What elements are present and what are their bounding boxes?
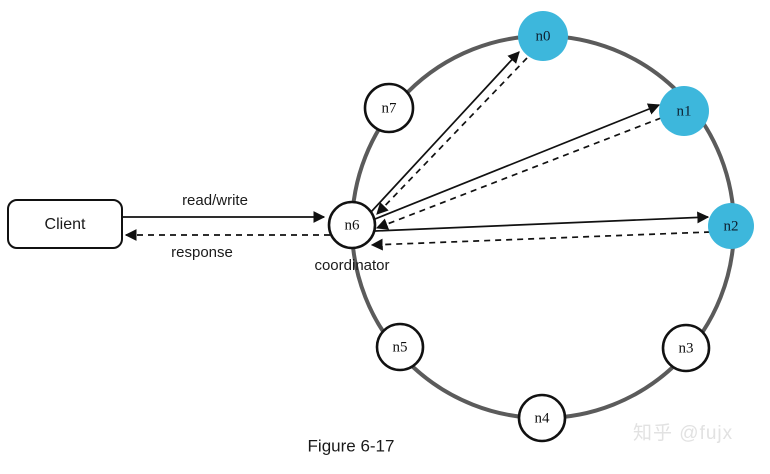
node-n1-circle[interactable]: [659, 86, 709, 136]
node-n0[interactable]: n0: [518, 11, 568, 61]
client-box: Client: [7, 199, 123, 249]
node-n0-circle[interactable]: [518, 11, 568, 61]
node-n3[interactable]: n3: [661, 323, 711, 373]
client-label: Client: [45, 216, 86, 233]
node-n0-label: n0: [536, 28, 551, 44]
replica-request-edges: [370, 51, 710, 232]
watermark-label: 知乎 @fujx: [633, 422, 733, 444]
ring-nodes: n0 n1 n2 n3 n4: [327, 11, 754, 443]
node-n2-circle[interactable]: [708, 203, 754, 249]
figure-caption: Figure 6-17: [308, 436, 395, 455]
node-n6-circle[interactable]: [327, 200, 377, 250]
client-edges: read/write response: [122, 192, 330, 261]
client-box-shape: [7, 199, 123, 249]
node-n4[interactable]: n4: [517, 393, 567, 443]
node-n6-label: n6: [345, 217, 361, 233]
edge-label-response: response: [171, 244, 233, 261]
node-n4-circle[interactable]: [517, 393, 567, 443]
node-n7-circle[interactable]: [363, 82, 415, 134]
edge-n2-to-n6: [370, 231, 711, 251]
node-n4-label: n4: [535, 410, 551, 426]
node-n7[interactable]: n7: [363, 82, 415, 134]
node-n5-circle[interactable]: [375, 322, 425, 372]
node-n2-label: n2: [724, 218, 739, 234]
node-n1[interactable]: n1: [659, 86, 709, 136]
edge-n6-to-n2: [374, 211, 710, 232]
replica-response-edges: [370, 57, 711, 251]
node-n3-circle[interactable]: [661, 323, 711, 373]
edge-n1-to-n6: [375, 117, 662, 230]
edge-label-read-write: read/write: [182, 192, 248, 209]
node-n2[interactable]: n2: [708, 203, 754, 249]
coordinator-role-label: coordinator: [314, 257, 389, 274]
node-n1-label: n1: [677, 103, 692, 119]
node-n7-label: n7: [382, 100, 398, 116]
node-n6-coordinator[interactable]: n6: [327, 200, 377, 250]
edge-n6-to-n0: [370, 51, 520, 213]
edge-n0-to-n6: [376, 57, 528, 215]
node-n5[interactable]: n5: [375, 322, 425, 372]
node-n5-label: n5: [393, 339, 408, 355]
node-n3-label: n3: [679, 340, 694, 356]
edge-n6-to-n1: [374, 103, 661, 220]
